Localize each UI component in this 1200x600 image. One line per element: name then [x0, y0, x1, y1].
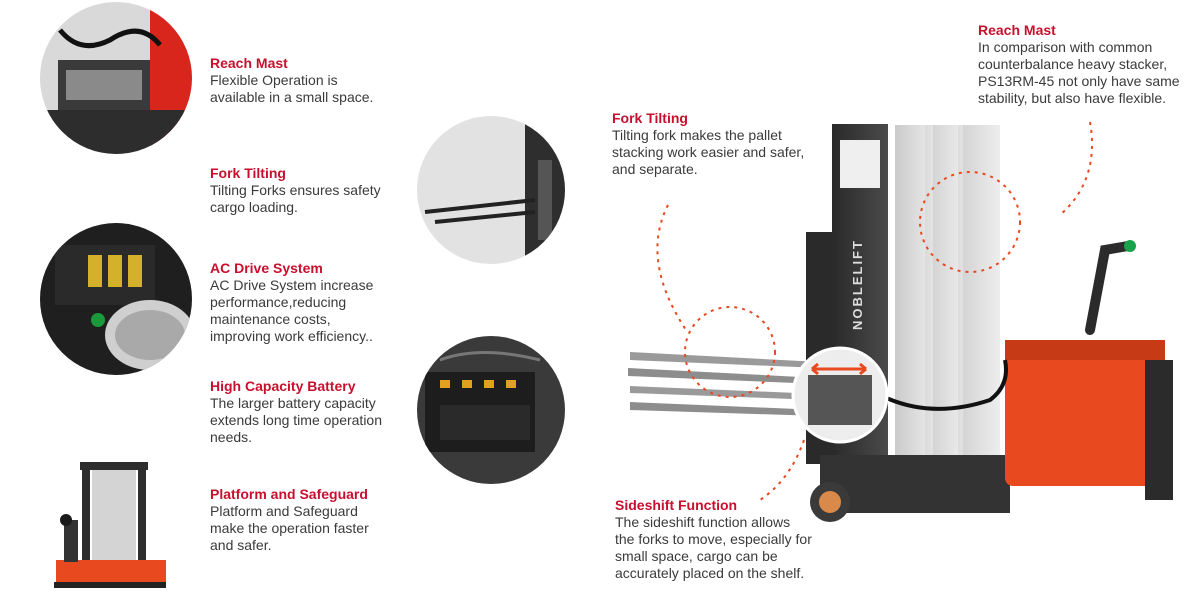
feature-text: The larger battery capacity extends long…	[210, 395, 382, 445]
feature-title: Platform and Safeguard	[210, 486, 368, 502]
battery-thumbnail	[417, 336, 565, 484]
reach-mast-thumbnail	[40, 2, 192, 154]
feature-title: Reach Mast	[210, 55, 288, 71]
callout-reach-mast: Reach Mast In comparison with common cou…	[978, 22, 1180, 107]
callout-text: In comparison with common counterbalance…	[978, 39, 1180, 106]
mast-logo: NOBLELIFT	[850, 239, 865, 330]
feature-reach-mast: Reach Mast Flexible Operation is availab…	[210, 55, 373, 106]
feature-text: Flexible Operation is available in a sma…	[210, 72, 374, 105]
callout-text: Tilting fork makes the pallet stacking w…	[612, 127, 805, 177]
callout-text: The sideshift function allows the forks …	[615, 514, 812, 581]
feature-title: AC Drive System	[210, 260, 323, 276]
callout-fork-tilting: Fork Tilting Tilting fork makes the pall…	[612, 110, 804, 178]
feature-battery: High Capacity Battery The larger battery…	[210, 378, 382, 446]
callout-dashes	[656, 121, 1093, 501]
feature-text: AC Drive System increase performance,red…	[210, 277, 374, 344]
reach-stacker-image	[628, 124, 1173, 522]
feature-text: Tilting Forks ensures safety cargo loadi…	[210, 182, 381, 215]
callout-sideshift: Sideshift Function The sideshift functio…	[615, 497, 812, 582]
ac-drive-thumbnail	[40, 223, 192, 375]
platform-stacker-image	[54, 462, 166, 588]
feature-platform: Platform and Safeguard Platform and Safe…	[210, 486, 369, 554]
feature-fork-tilting: Fork Tilting Tilting Forks ensures safet…	[210, 165, 381, 216]
callout-title: Sideshift Function	[615, 497, 738, 513]
callout-title: Reach Mast	[978, 22, 1056, 38]
feature-title: High Capacity Battery	[210, 378, 356, 394]
callout-title: Fork Tilting	[612, 110, 688, 126]
fork-tilting-thumbnail	[417, 116, 565, 264]
feature-text: Platform and Safeguard make the operatio…	[210, 503, 369, 553]
feature-title: Fork Tilting	[210, 165, 286, 181]
feature-ac-drive: AC Drive System AC Drive System increase…	[210, 260, 373, 345]
